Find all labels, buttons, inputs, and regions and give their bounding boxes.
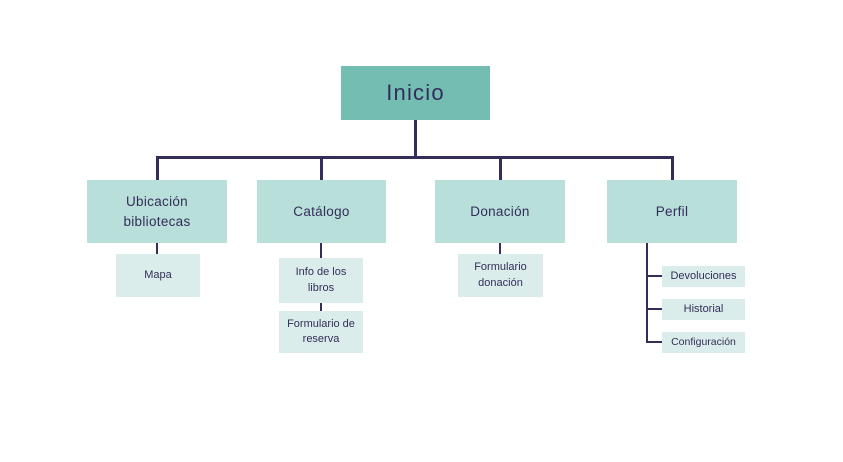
connector-drop-ubicacion [155, 156, 159, 180]
node-devoluciones: Devoluciones [662, 266, 745, 287]
node-inicio-label: Inicio [386, 80, 445, 105]
connector-branch-configuracion [646, 340, 663, 344]
node-ubicacion-bibliotecas-label: Ubicación bibliotecas [123, 193, 191, 229]
node-donacion: Donación [435, 180, 565, 243]
node-info-de-los-libros: Info de los libros [279, 258, 363, 303]
connector-horizontal-bar [155, 156, 674, 159]
connector-catalogo-to-info [319, 242, 323, 258]
node-devoluciones-label: Devoluciones [670, 269, 737, 282]
node-formulario-de-reserva-label: Formulario de reserva [287, 317, 355, 345]
connector-donacion-to-formulario [498, 242, 502, 254]
connector-branch-devoluciones [646, 274, 663, 278]
node-mapa-label: Mapa [144, 268, 172, 281]
connector-drop-perfil [670, 156, 674, 180]
connector-info-to-reserva [319, 301, 323, 311]
connector-perfil-trunk [645, 242, 649, 343]
node-inicio: Inicio [341, 66, 490, 120]
node-configuracion: Configuración [662, 332, 745, 353]
node-historial-label: Historial [683, 302, 724, 315]
node-catalogo-label: Catálogo [293, 203, 350, 219]
node-historial: Historial [662, 299, 745, 320]
connector-ubicacion-to-mapa [155, 242, 159, 254]
connector-branch-historial [646, 307, 663, 311]
node-formulario-donacion: Formulario donación [458, 254, 543, 297]
node-formulario-de-reserva: Formulario de reserva [279, 311, 363, 353]
connector-drop-catalogo [320, 156, 323, 180]
node-perfil: Perfil [607, 180, 737, 243]
node-info-de-los-libros-label: Info de los libros [295, 266, 347, 294]
connector-root-stub [414, 120, 417, 158]
node-catalogo: Catálogo [257, 180, 386, 243]
node-ubicacion-bibliotecas: Ubicación bibliotecas [87, 180, 227, 243]
node-formulario-donacion-label: Formulario donación [474, 261, 527, 289]
node-configuracion-label: Configuración [671, 336, 736, 349]
node-donacion-label: Donación [470, 203, 530, 219]
node-perfil-label: Perfil [655, 203, 689, 219]
node-mapa: Mapa [116, 254, 200, 297]
connector-drop-donacion [498, 156, 502, 180]
